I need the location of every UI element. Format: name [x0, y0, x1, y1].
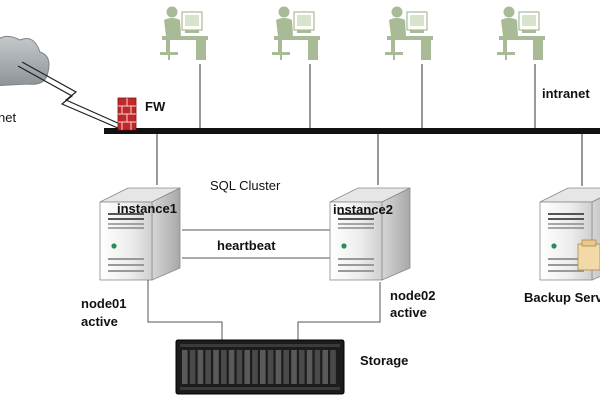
disk-bay [330, 350, 336, 384]
network-backbone [104, 128, 600, 134]
internet-label: Internet [0, 110, 17, 125]
backup-server-label: Backup Server [524, 290, 600, 305]
disk-bay [260, 350, 266, 384]
node01-name: node01 [81, 296, 127, 311]
heartbeat-label: heartbeat [217, 238, 276, 253]
disk-bay [299, 350, 305, 384]
disk-bay [306, 350, 313, 384]
disk-bay [283, 350, 289, 384]
node02-name: node02 [390, 288, 436, 303]
disk-bay [314, 350, 321, 384]
instance1-label: instance1 [117, 201, 177, 216]
disk-bays [182, 350, 336, 384]
cluster-title: SQL Cluster [210, 178, 281, 193]
disk-bay [236, 350, 243, 384]
storage-link [147, 280, 223, 340]
disk-bay [182, 350, 188, 384]
user-workstation-icon [159, 5, 209, 61]
disk-bay [275, 350, 282, 384]
disk-bay [252, 350, 258, 384]
disk-bay [205, 350, 211, 384]
folder-icon [577, 239, 600, 271]
user-workstation-icon [271, 5, 321, 61]
lightning-link-icon [21, 61, 121, 125]
node02-state: active [390, 305, 427, 320]
cloud-icon [0, 35, 50, 86]
disk-bay [228, 350, 235, 384]
user-workstation-icon [496, 5, 546, 61]
firewall-label: FW [145, 99, 166, 114]
disk-bay [291, 350, 297, 384]
disk-bay [322, 350, 328, 384]
user-workstation-icon [384, 5, 434, 61]
node01-state: active [81, 314, 118, 329]
disk-bay [213, 350, 219, 384]
disk-bay [189, 350, 196, 384]
brick-firewall-icon [117, 97, 137, 131]
storage-label: Storage [360, 353, 409, 368]
disk-bay [267, 350, 274, 384]
intranet-label: intranet [542, 86, 590, 101]
storage-link [297, 282, 381, 340]
disk-bay [221, 350, 227, 384]
disk-bay [244, 350, 250, 384]
disk-bay [197, 350, 204, 384]
instance2-label: instance2 [333, 202, 393, 217]
